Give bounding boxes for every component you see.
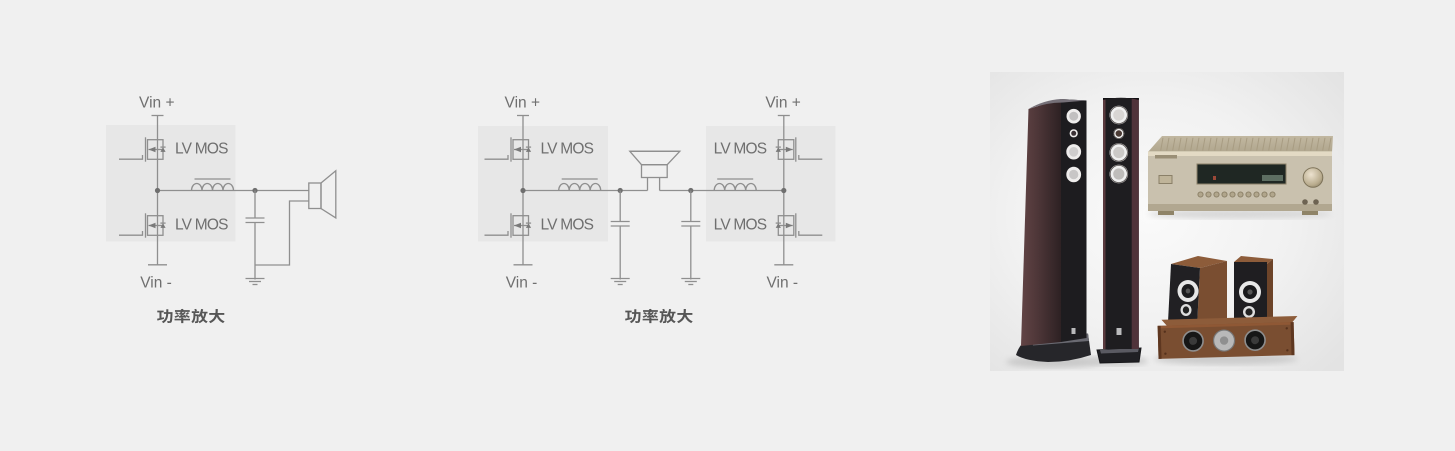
svg-text:Vin +: Vin + <box>139 95 174 112</box>
svg-text:Vin +: Vin + <box>765 95 800 112</box>
svg-text:LV MOS: LV MOS <box>541 217 594 234</box>
svg-text:Vin +: Vin + <box>505 95 540 112</box>
svg-text:Vin -: Vin - <box>506 275 538 292</box>
svg-text:LV MOS: LV MOS <box>541 141 594 158</box>
svg-text:LV MOS: LV MOS <box>714 217 767 234</box>
svg-text:Vin -: Vin - <box>767 275 799 292</box>
svg-text:LV MOS: LV MOS <box>714 141 767 158</box>
svg-text:Vin -: Vin - <box>140 275 172 292</box>
svg-text:LV MOS: LV MOS <box>175 141 228 158</box>
svg-text:LV MOS: LV MOS <box>175 217 228 234</box>
